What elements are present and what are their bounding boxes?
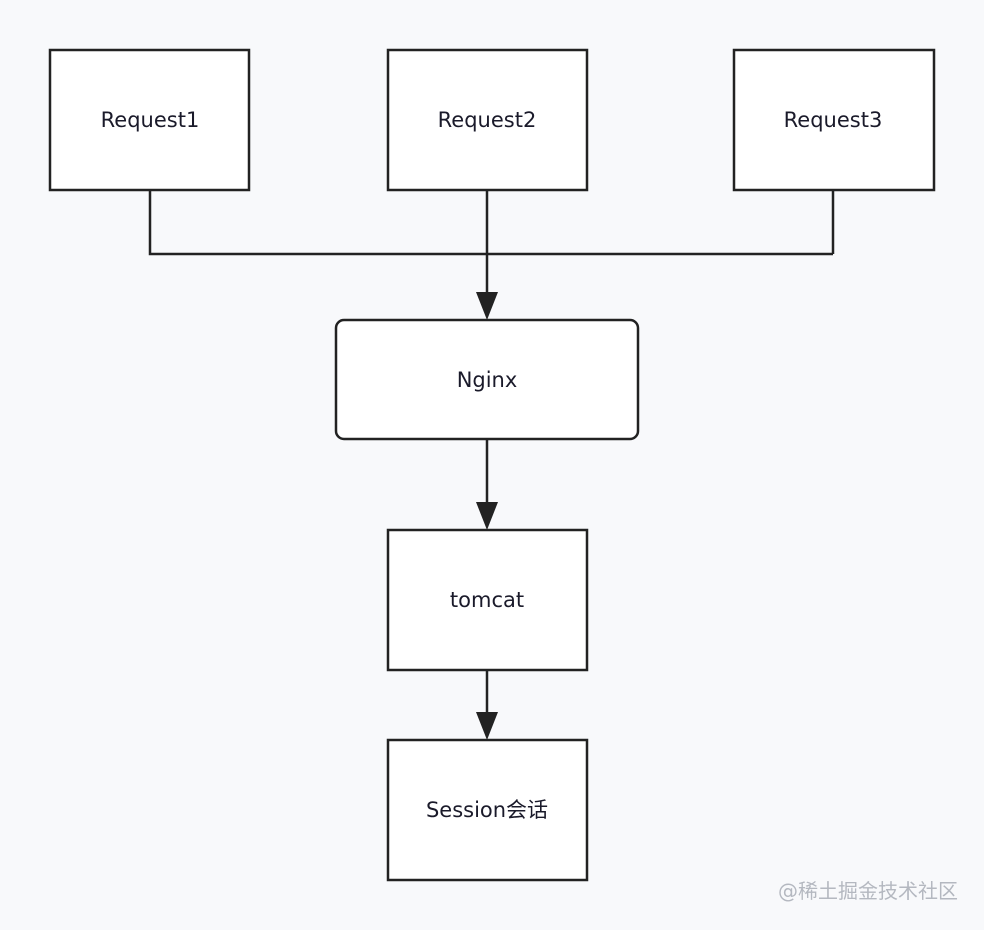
arrowhead-to-session [476, 712, 498, 740]
node-request3-label: Request3 [784, 108, 883, 132]
node-request3: Request3 [732, 48, 936, 192]
node-request1: Request1 [48, 48, 251, 192]
connector-request1 [148, 190, 833, 256]
arrowhead-to-tomcat [476, 502, 498, 530]
node-tomcat: tomcat [386, 528, 589, 672]
arrowhead-to-nginx [476, 292, 498, 320]
node-session-label: Session会话 [426, 798, 548, 822]
node-tomcat-label: tomcat [450, 588, 524, 612]
node-session: Session会话 [386, 738, 589, 882]
node-request1-label: Request1 [101, 108, 200, 132]
watermark: @稀土掘金技术社区 [778, 879, 958, 903]
node-nginx-label: Nginx [457, 368, 518, 392]
node-nginx: Nginx [334, 318, 640, 441]
node-request2: Request2 [386, 48, 589, 192]
node-request2-label: Request2 [438, 108, 537, 132]
